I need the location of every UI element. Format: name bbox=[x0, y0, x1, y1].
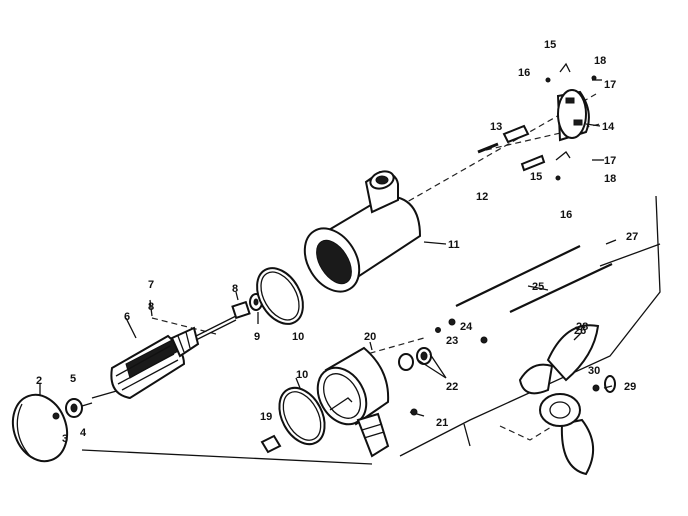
label-27: 27 bbox=[626, 231, 638, 243]
label-8: 8 bbox=[148, 301, 154, 313]
brush-plate-assembly bbox=[477, 62, 597, 181]
label-28: 28 bbox=[576, 321, 588, 333]
label-26: 26 bbox=[574, 325, 586, 337]
label-29: 29 bbox=[624, 381, 636, 393]
label-8b: 8 bbox=[232, 283, 238, 295]
label-30: 30 bbox=[588, 365, 600, 377]
label-21: 21 bbox=[436, 417, 448, 429]
label-24: 24 bbox=[460, 321, 473, 333]
label-6: 6 bbox=[124, 311, 130, 323]
label-16b: 16 bbox=[560, 209, 572, 221]
label-3: 3 bbox=[62, 433, 68, 445]
label-25: 25 bbox=[532, 281, 544, 293]
propeller bbox=[518, 324, 600, 476]
o-rings bbox=[256, 267, 326, 446]
end-cap bbox=[11, 393, 69, 463]
leader-lines bbox=[39, 79, 613, 396]
label-11: 11 bbox=[448, 239, 460, 251]
label-12: 12 bbox=[476, 191, 488, 203]
label-18b: 18 bbox=[604, 173, 616, 185]
shaft-nut-parts bbox=[52, 398, 93, 420]
motor-housing bbox=[303, 170, 422, 293]
label-4: 4 bbox=[80, 427, 87, 439]
label-20: 20 bbox=[364, 331, 376, 343]
label-7: 7 bbox=[148, 279, 154, 291]
label-22: 22 bbox=[446, 381, 458, 393]
label-17: 17 bbox=[604, 79, 616, 91]
label-15: 15 bbox=[544, 39, 556, 51]
label-19: 19 bbox=[260, 411, 272, 423]
label-13: 13 bbox=[490, 121, 502, 133]
label-2: 2 bbox=[36, 375, 42, 387]
label-10: 10 bbox=[292, 331, 304, 343]
label-16: 16 bbox=[518, 67, 530, 79]
tie-rods bbox=[455, 239, 617, 313]
label-17b: 17 bbox=[604, 155, 616, 167]
label-10b: 10 bbox=[296, 369, 308, 381]
label-18: 18 bbox=[594, 55, 606, 67]
prop-nut-parts bbox=[592, 375, 616, 393]
end-bell bbox=[316, 346, 390, 458]
label-15b: 15 bbox=[530, 171, 542, 183]
guide-lines bbox=[81, 195, 661, 465]
fastener-parts bbox=[260, 318, 488, 454]
label-5: 5 bbox=[70, 373, 76, 385]
label-14: 14 bbox=[602, 121, 615, 133]
label-23: 23 bbox=[446, 335, 458, 347]
armature bbox=[91, 315, 237, 400]
label-9: 9 bbox=[254, 331, 260, 343]
callout-labels: 2 3 4 5 6 7 8 8 9 10 10 11 12 13 14 15 1… bbox=[36, 39, 638, 445]
